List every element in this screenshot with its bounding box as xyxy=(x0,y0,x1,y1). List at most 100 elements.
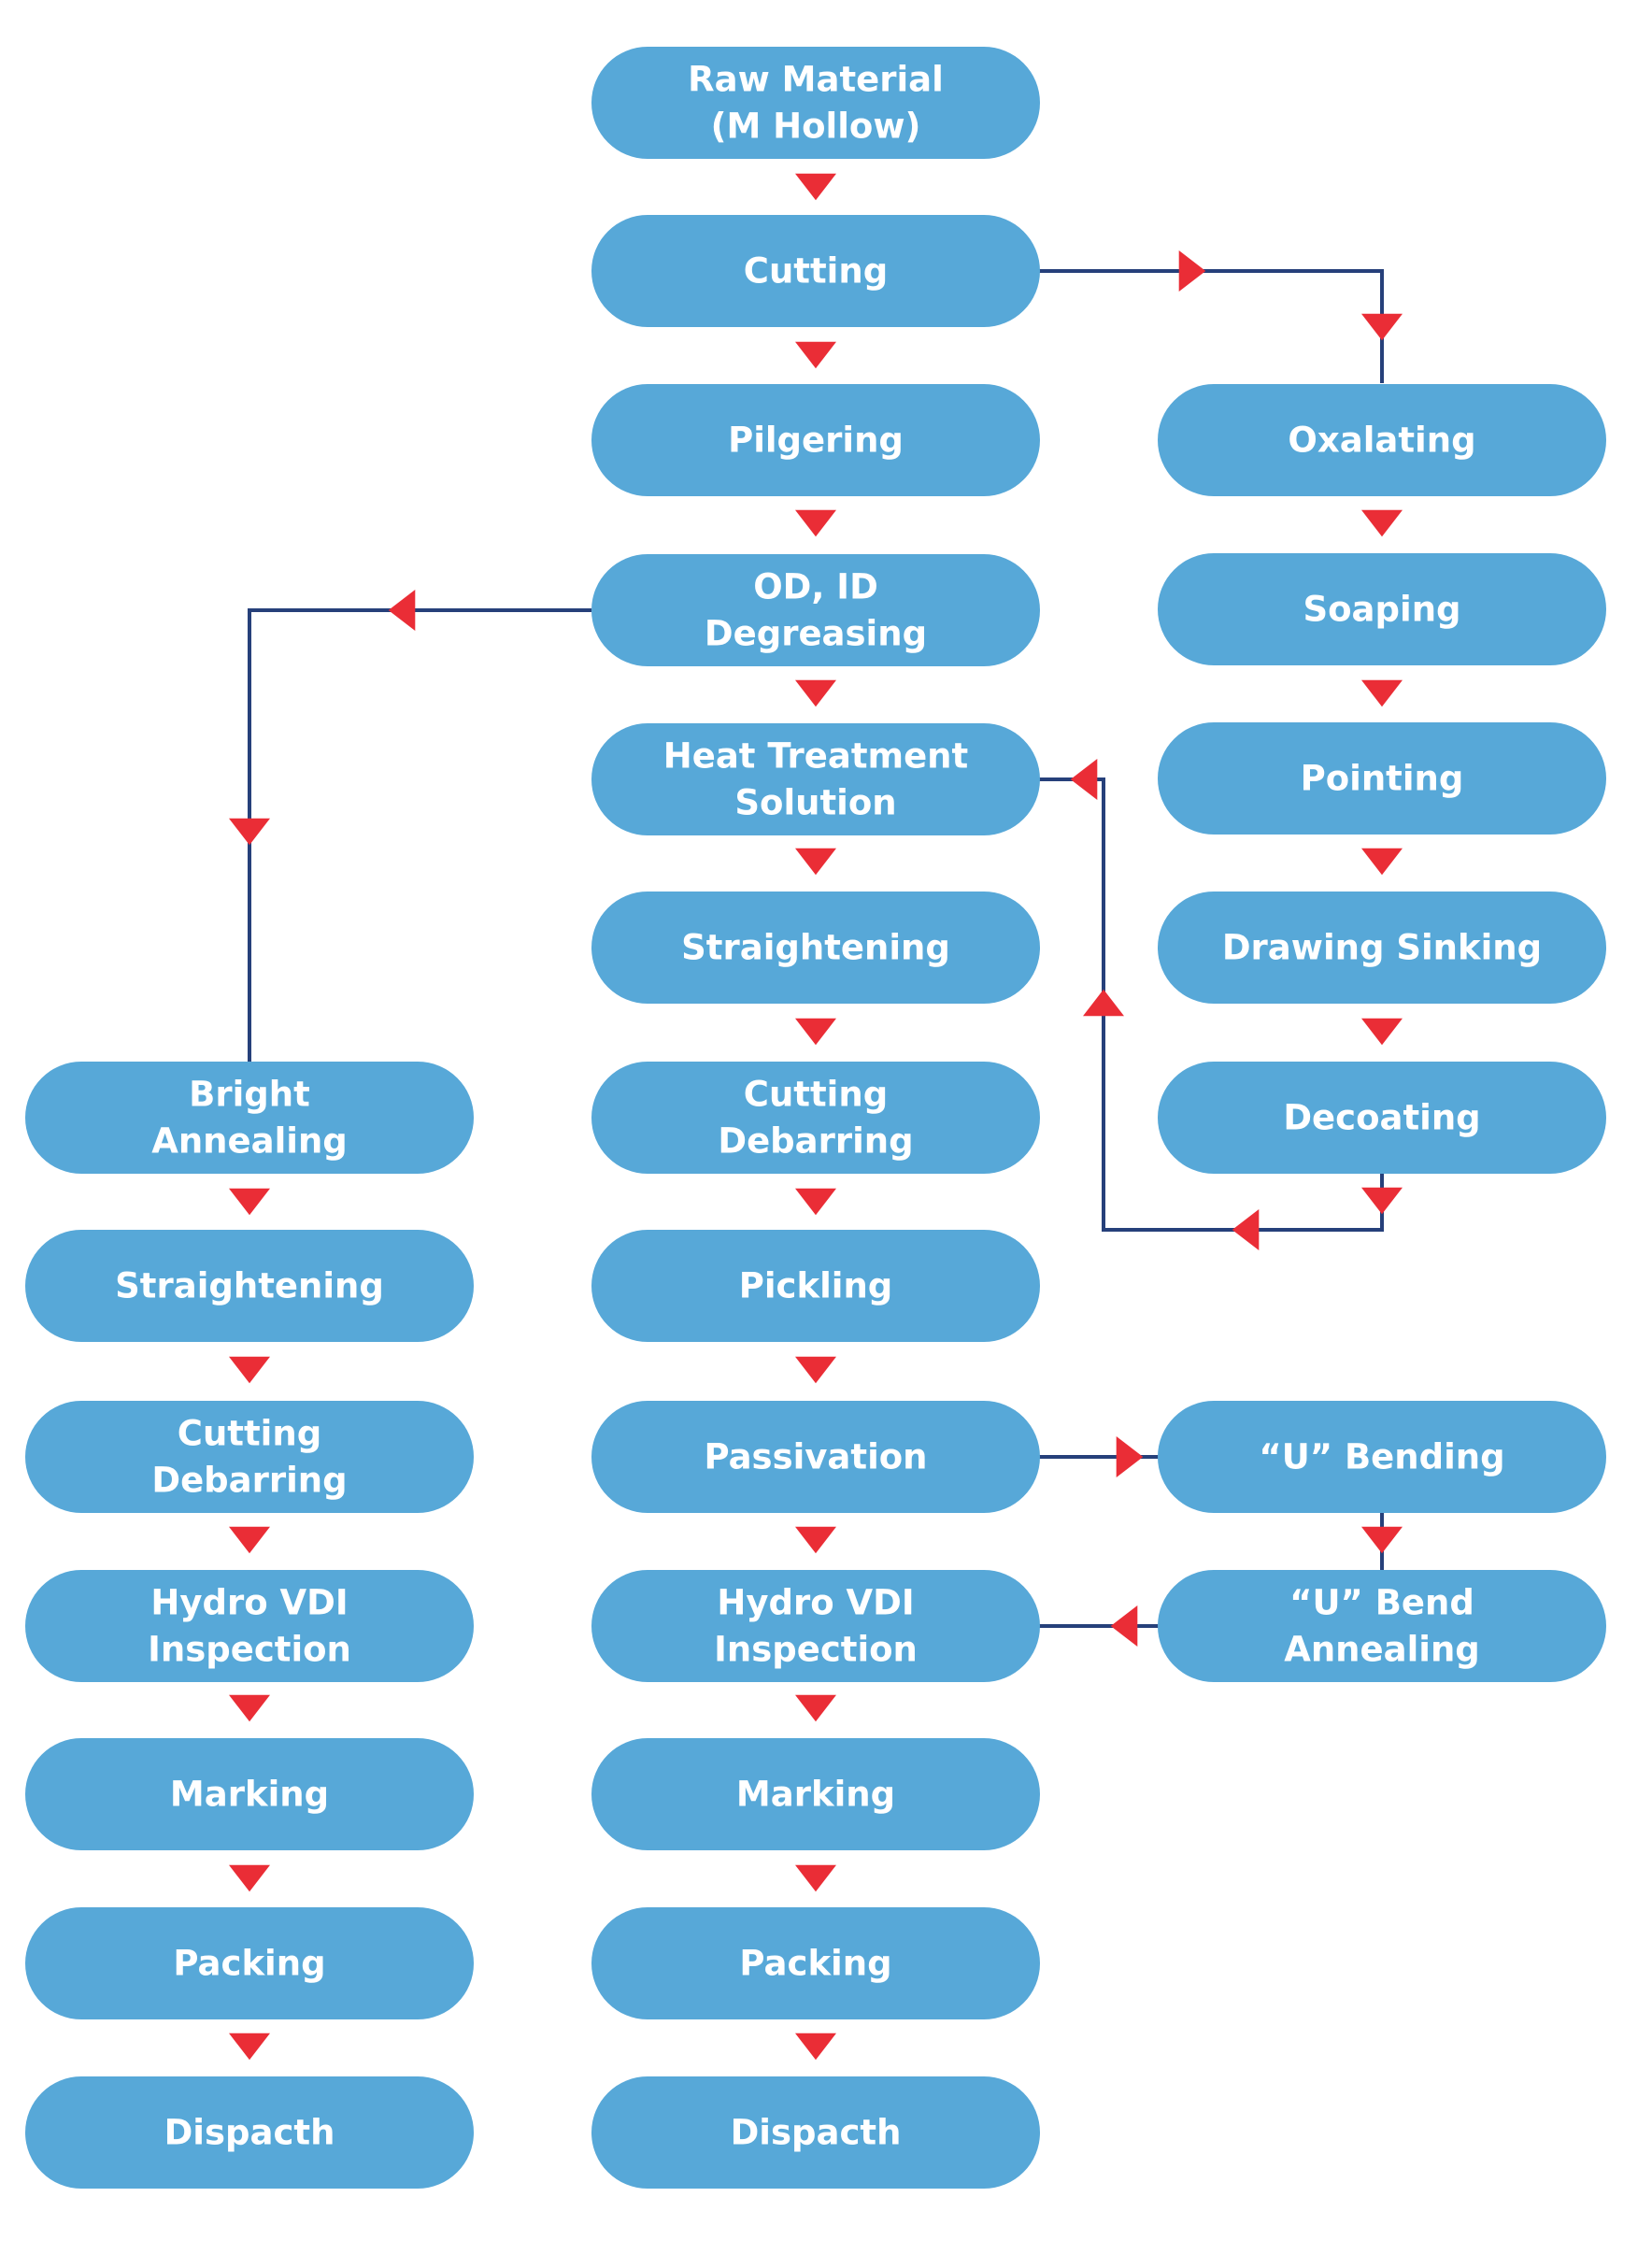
node-label: (M Hollow) xyxy=(711,107,921,147)
node-passivation: Passivation xyxy=(591,1401,1040,1513)
node-shape xyxy=(591,1401,1040,1513)
arrow-down-icon xyxy=(1361,509,1403,537)
arrow-down-icon xyxy=(229,2033,270,2061)
node-drawing-sinking: Drawing Sinking xyxy=(1158,892,1606,1004)
arrow-left-icon xyxy=(1110,1605,1138,1647)
node-shape xyxy=(25,1570,474,1682)
arrow-down-icon xyxy=(795,1526,836,1554)
node-cutting: Cutting xyxy=(591,215,1040,327)
arrow-right-icon xyxy=(1178,250,1206,292)
node-shape xyxy=(591,554,1040,666)
node-label: Heat Treatment xyxy=(663,736,968,777)
node-label: Debarring xyxy=(718,1121,913,1162)
node-label: Dispacth xyxy=(731,2113,902,2153)
node-label: Pickling xyxy=(739,1266,893,1306)
arrow-down-icon xyxy=(795,2033,836,2061)
node-label: Soaping xyxy=(1303,590,1460,630)
node-shape xyxy=(25,1401,474,1513)
node-dispatch-l: Dispacth xyxy=(25,2076,474,2189)
node-label: “U” Bending xyxy=(1259,1437,1504,1477)
arrow-down-icon xyxy=(795,1188,836,1216)
arrow-down-icon xyxy=(795,1018,836,1046)
arrow-down-icon xyxy=(795,1694,836,1722)
arrow-down-icon xyxy=(795,341,836,369)
node-pilgering: Pilgering xyxy=(591,384,1040,496)
node-shape xyxy=(591,1570,1040,1682)
node-shape xyxy=(591,1230,1040,1342)
node-label: Passivation xyxy=(704,1437,927,1477)
node-shape xyxy=(591,1907,1040,2019)
arrow-left-icon xyxy=(1232,1209,1260,1250)
node-marking-c: Marking xyxy=(591,1738,1040,1850)
arrow-down-icon xyxy=(229,818,270,846)
node-oxalating: Oxalating xyxy=(1158,384,1606,496)
arrow-down-icon xyxy=(795,1356,836,1384)
node-soaping: Soaping xyxy=(1158,553,1606,665)
node-label: Oxalating xyxy=(1288,421,1475,461)
arrows xyxy=(229,173,1403,2061)
node-shape xyxy=(591,723,1040,835)
node-label: Hydro VDI xyxy=(150,1583,348,1623)
arrow-down-icon xyxy=(229,1694,270,1722)
node-label: Decoating xyxy=(1283,1098,1480,1138)
arrow-down-icon xyxy=(1361,1526,1403,1554)
node-label: Pilgering xyxy=(728,421,904,461)
node-label: Marking xyxy=(736,1775,895,1815)
node-label: Pointing xyxy=(1301,759,1464,799)
node-label: Cutting xyxy=(744,1075,888,1115)
node-label: Inspection xyxy=(714,1630,918,1670)
node-label: Hydro VDI xyxy=(717,1583,914,1623)
node-label: Annealing xyxy=(151,1121,348,1162)
node-pickling: Pickling xyxy=(591,1230,1040,1342)
node-u-bending: “U” Bending xyxy=(1158,1401,1606,1513)
node-label: Cutting xyxy=(744,251,888,292)
node-shape xyxy=(591,2076,1040,2189)
node-shape xyxy=(591,47,1040,159)
node-hydro-vdi-l: Hydro VDI Inspection xyxy=(25,1570,474,1682)
node-label: Bright xyxy=(189,1075,310,1115)
connector-cutting-to-oxalating xyxy=(1039,269,1384,383)
node-shape xyxy=(1158,384,1606,496)
node-decoating: Decoating xyxy=(1158,1062,1606,1174)
node-shape xyxy=(1158,1401,1606,1513)
node-packing-c: Packing xyxy=(591,1907,1040,2019)
node-label: Annealing xyxy=(1284,1630,1480,1670)
connector-degreasing-to-bright-annealing xyxy=(248,608,591,1062)
arrow-down-icon xyxy=(229,1188,270,1216)
arrow-left-icon xyxy=(1070,759,1098,800)
node-label: Straightening xyxy=(115,1266,384,1306)
node-shape xyxy=(25,1062,474,1174)
node-label: Cutting xyxy=(178,1414,321,1454)
arrow-right-icon xyxy=(1116,1436,1144,1477)
node-label: Solution xyxy=(734,783,896,823)
arrow-down-icon xyxy=(1361,679,1403,707)
node-label: Inspection xyxy=(148,1630,351,1670)
arrow-down-icon xyxy=(1361,313,1403,341)
node-label: Drawing Sinking xyxy=(1222,928,1542,968)
node-shape xyxy=(25,1230,474,1342)
arrow-down-icon xyxy=(229,1864,270,1892)
node-shape xyxy=(1158,1570,1606,1682)
node-label: Debarring xyxy=(151,1461,347,1501)
node-label: “U” Bend xyxy=(1289,1583,1474,1623)
arrow-down-icon xyxy=(1361,1187,1403,1215)
node-label: Marking xyxy=(170,1775,329,1815)
arrow-down-icon xyxy=(229,1526,270,1554)
node-shape xyxy=(591,384,1040,496)
node-raw-material: Raw Material(M Hollow) xyxy=(591,47,1040,159)
node-marking-l: Marking xyxy=(25,1738,474,1850)
arrow-down-icon xyxy=(1361,848,1403,876)
node-shape xyxy=(25,2076,474,2189)
node-straightening-c: Straightening xyxy=(591,892,1040,1004)
node-label: Straightening xyxy=(681,928,950,968)
arrow-down-icon xyxy=(795,1864,836,1892)
node-hydro-vdi-c: Hydro VDI Inspection xyxy=(591,1570,1040,1682)
node-straightening-l: Straightening xyxy=(25,1230,474,1342)
node-shape xyxy=(591,215,1040,327)
node-label: OD, ID xyxy=(753,567,878,607)
node-shape xyxy=(591,1062,1040,1174)
